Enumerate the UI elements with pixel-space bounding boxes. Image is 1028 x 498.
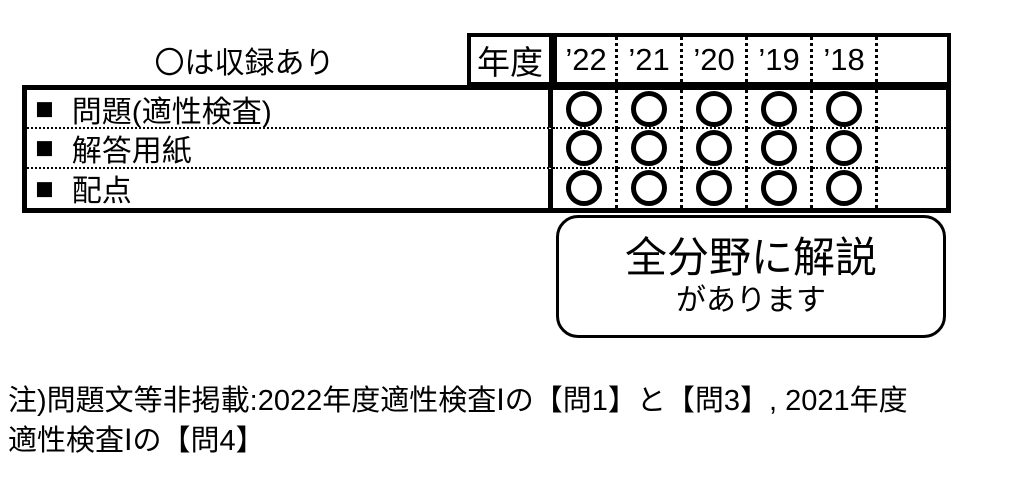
mark-cell — [683, 168, 748, 208]
circle-mark — [826, 90, 862, 127]
row-label-text: 問題(適性検査) — [71, 95, 272, 129]
circle-mark — [566, 170, 602, 207]
black-square-bullet: ■ — [35, 170, 54, 206]
mark-cell — [748, 90, 813, 130]
table-row-label: ■ 配点 — [27, 168, 553, 208]
footnote-line2: 適性検査Ⅰの【問4】 — [8, 425, 265, 457]
circle-mark — [566, 90, 602, 127]
mark-cell — [813, 168, 878, 208]
mark-cell — [683, 90, 748, 130]
circle-mark — [696, 170, 732, 207]
circle-mark — [761, 90, 797, 127]
row-label-text: 配点 — [71, 175, 132, 208]
black-square-bullet: ■ — [35, 130, 54, 166]
mark-cell — [618, 129, 683, 169]
footnote: 注)問題文等非掲載:2022年度適性検査Ⅰの【問1】と【問3】, 2021年度 … — [8, 381, 908, 461]
year-column-header: ’18 — [813, 37, 878, 82]
mark-cell — [748, 168, 813, 208]
mark-cell-empty — [878, 129, 946, 169]
year-header-cell: 年度 — [467, 33, 553, 86]
table-row-label: ■ 解答用紙 — [27, 129, 553, 169]
circle-mark — [631, 170, 667, 207]
mark-cell — [618, 90, 683, 130]
circle-mark — [826, 170, 862, 207]
availability-table: ■ 問題(適性検査) ■ 解答用紙 ■ 配点 — [22, 85, 951, 213]
circle-mark — [696, 129, 732, 166]
mark-cell-empty — [878, 90, 946, 130]
mark-cell — [553, 168, 618, 208]
mark-cell — [553, 129, 618, 169]
footnote-line1: 注)問題文等非掲載:2022年度適性検査Ⅰの【問1】と【問3】, 2021年度 — [8, 385, 908, 417]
year-column-header: ’20 — [683, 37, 748, 82]
circle-mark — [761, 129, 797, 166]
year-column-header-empty — [878, 37, 947, 82]
circle-mark — [631, 129, 667, 166]
mark-cell — [813, 129, 878, 169]
row-label-text: 解答用紙 — [71, 135, 192, 168]
circle-mark — [761, 170, 797, 207]
mark-cell — [813, 90, 878, 130]
circle-mark — [631, 90, 667, 127]
table-row-label: ■ 問題(適性検査) — [27, 90, 553, 130]
years-header-row: ’22 ’21 ’20 ’19 ’18 — [553, 33, 951, 86]
callout-line1: 全分野に解説 — [624, 234, 877, 282]
legend-text: 〇は収録あり — [154, 47, 335, 80]
mark-cell — [553, 90, 618, 130]
circle-mark — [826, 129, 862, 166]
year-column-header: ’22 — [557, 37, 618, 82]
circle-mark — [696, 90, 732, 127]
callout-line2: があります — [676, 284, 826, 318]
mark-cell-empty — [878, 169, 946, 208]
mark-cell — [748, 129, 813, 169]
callout-box: 全分野に解説 があります — [556, 215, 946, 338]
year-column-header: ’19 — [748, 37, 813, 82]
mark-cell — [618, 168, 683, 208]
mark-cell — [683, 129, 748, 169]
circle-mark — [566, 129, 602, 166]
black-square-bullet: ■ — [35, 91, 54, 127]
year-column-header: ’21 — [618, 37, 683, 82]
